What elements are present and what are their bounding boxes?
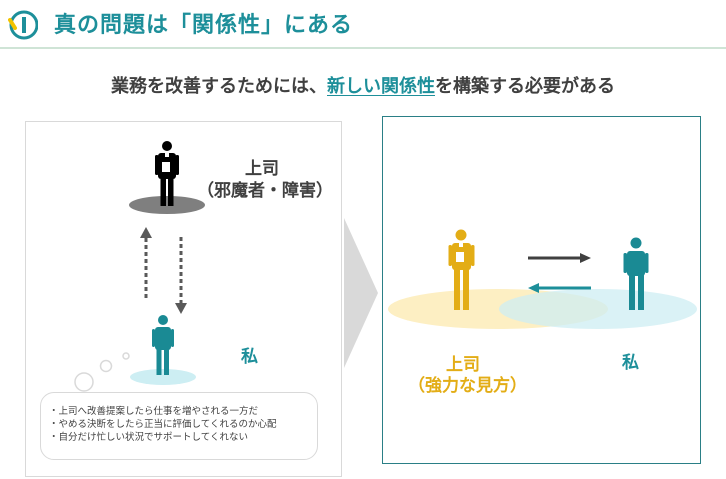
- header: 真の問題は「関係性」にある: [0, 0, 726, 49]
- thought-dot-small: [122, 352, 130, 360]
- me-spotlight-left: [130, 369, 196, 385]
- me-figure-right: [623, 237, 649, 310]
- arrow-right-icon: [528, 253, 591, 263]
- thought-list: 上司へ改善提案したら仕事を増やされる一方だ やめる決断をしたら正当に評価してくれ…: [49, 405, 317, 444]
- boss-figure-black: [155, 141, 179, 206]
- left-boss-role: （邪魔者・障害）: [197, 181, 333, 201]
- subtitle-post: を構築する必要がある: [435, 76, 615, 97]
- left-boss-title: 上司: [245, 159, 279, 179]
- thought-bubble: 上司へ改善提案したら仕事を増やされる一方だ やめる決断をしたら正当に評価してくれ…: [40, 392, 318, 460]
- transition-chevron-icon: [344, 218, 378, 368]
- left-boss-label: 上司 （邪魔者・障害）: [197, 158, 333, 202]
- subtitle-highlight: 新しい関係性: [327, 76, 435, 97]
- subtitle: 業務を改善するためには、新しい関係性を構築する必要がある: [0, 72, 726, 98]
- dotted-up-arrow-icon: [140, 227, 152, 298]
- header-divider: [0, 47, 726, 49]
- boss-figure-yellow: [448, 229, 475, 310]
- right-boss-title: 上司: [446, 355, 480, 375]
- me-spotlight-right: [499, 289, 697, 329]
- thought-item: 自分だけ忙しい状況でサポートしてくれない: [49, 431, 317, 444]
- right-me-label: 私: [622, 353, 639, 373]
- right-boss-label: 上司 （強力な見方）: [408, 355, 527, 397]
- new-relationship-panel: [382, 116, 701, 464]
- subtitle-pre: 業務を改善するためには、: [111, 76, 327, 97]
- left-me-label: 私: [241, 347, 258, 367]
- me-figure-left: [152, 315, 174, 375]
- logo-icon: [8, 10, 38, 40]
- dotted-down-arrow-icon: [175, 237, 187, 314]
- thought-dot-medium: [99, 359, 113, 373]
- boss-spotlight-gray: [129, 196, 205, 214]
- page-title: 真の問題は「関係性」にある: [54, 13, 354, 38]
- thought-dot-large: [74, 372, 94, 392]
- thought-item: やめる決断をしたら正当に評価してくれるのか心配: [49, 418, 317, 431]
- thought-item: 上司へ改善提案したら仕事を増やされる一方だ: [49, 405, 317, 418]
- arrow-left-icon: [528, 283, 591, 293]
- right-boss-role: （強力な見方）: [408, 376, 527, 396]
